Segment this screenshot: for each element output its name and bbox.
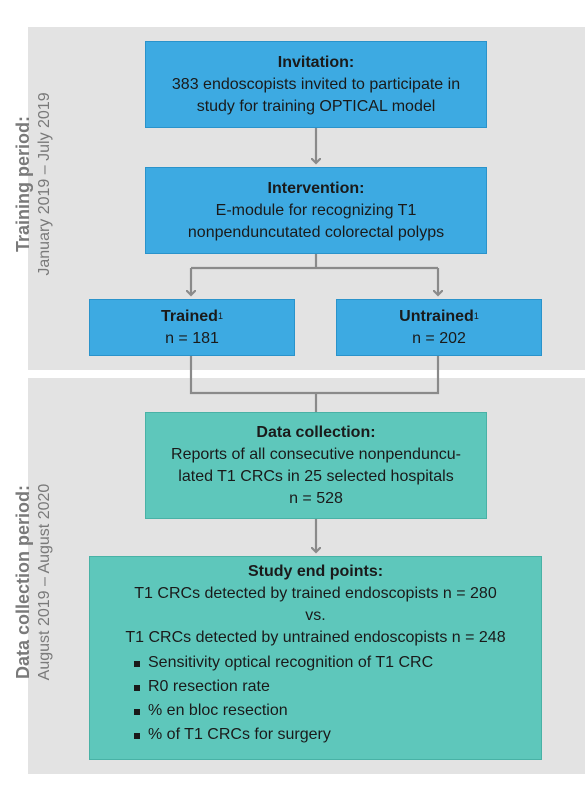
- end-points-line-2: T1 CRCs detected by untrained endoscopis…: [125, 629, 506, 646]
- intervention-title: Intervention:: [267, 179, 365, 197]
- invitation-box: Invitation: 383 endoscopists invited to …: [145, 41, 487, 128]
- untrained-count: n = 202: [412, 329, 466, 347]
- intervention-box: Intervention: E-module for recognizing T…: [145, 167, 487, 254]
- training-period-label: Training period: January 2019 – July 201…: [12, 64, 60, 304]
- collection-period-title: Data collection period:: [13, 484, 33, 680]
- end-point-item: R0 resection rate: [132, 675, 541, 699]
- end-point-item: % of T1 CRCs for surgery: [132, 723, 541, 747]
- untrained-title: Untrained1: [337, 306, 541, 328]
- training-period-title: Training period:: [13, 116, 33, 253]
- untrained-title-text: Untrained: [399, 307, 474, 325]
- trained-box: Trained1 n = 181: [89, 299, 295, 356]
- data-collection-title: Data collection:: [256, 423, 376, 441]
- data-collection-line-2: lated T1 CRCs in 25 selected hospitals: [178, 467, 454, 485]
- invitation-line-1: 383 endoscopists invited to participate …: [171, 75, 461, 93]
- trained-footnote-mark: 1: [217, 310, 223, 321]
- training-period-range: January 2019 – July 2019: [36, 92, 53, 276]
- end-points-list: Sensitivity optical recognition of T1 CR…: [90, 651, 541, 747]
- trained-count: n = 181: [165, 329, 219, 347]
- end-point-item: % en bloc resection: [132, 699, 541, 723]
- invitation-line-2: study for training OPTICAL model: [196, 97, 436, 115]
- intervention-line-2: nonpenduncutated colorectal polyps: [187, 223, 445, 241]
- untrained-footnote-mark: 1: [473, 310, 479, 321]
- data-collection-count: n = 528: [289, 489, 343, 507]
- end-points-title: Study end points:: [247, 563, 384, 580]
- untrained-box: Untrained1 n = 202: [336, 299, 542, 356]
- data-collection-line-1: Reports of all consecutive nonpenduncu-: [171, 445, 461, 463]
- trained-title-text: Trained: [161, 307, 218, 325]
- trained-title: Trained1: [90, 306, 294, 328]
- end-points-vs: vs.: [305, 607, 326, 624]
- data-collection-box: Data collection: Reports of all consecut…: [145, 412, 487, 519]
- end-point-item: Sensitivity optical recognition of T1 CR…: [132, 651, 541, 675]
- end-points-line-1: T1 CRCs detected by trained endoscopists…: [134, 585, 497, 602]
- collection-period-range: August 2019 – August 2020: [36, 483, 53, 681]
- study-end-points-box: Study end points: T1 CRCs detected by tr…: [89, 556, 542, 760]
- intervention-line-1: E-module for recognizing T1: [215, 201, 417, 219]
- invitation-title: Invitation:: [277, 53, 355, 71]
- collection-period-label: Data collection period: August 2019 – Au…: [12, 452, 60, 712]
